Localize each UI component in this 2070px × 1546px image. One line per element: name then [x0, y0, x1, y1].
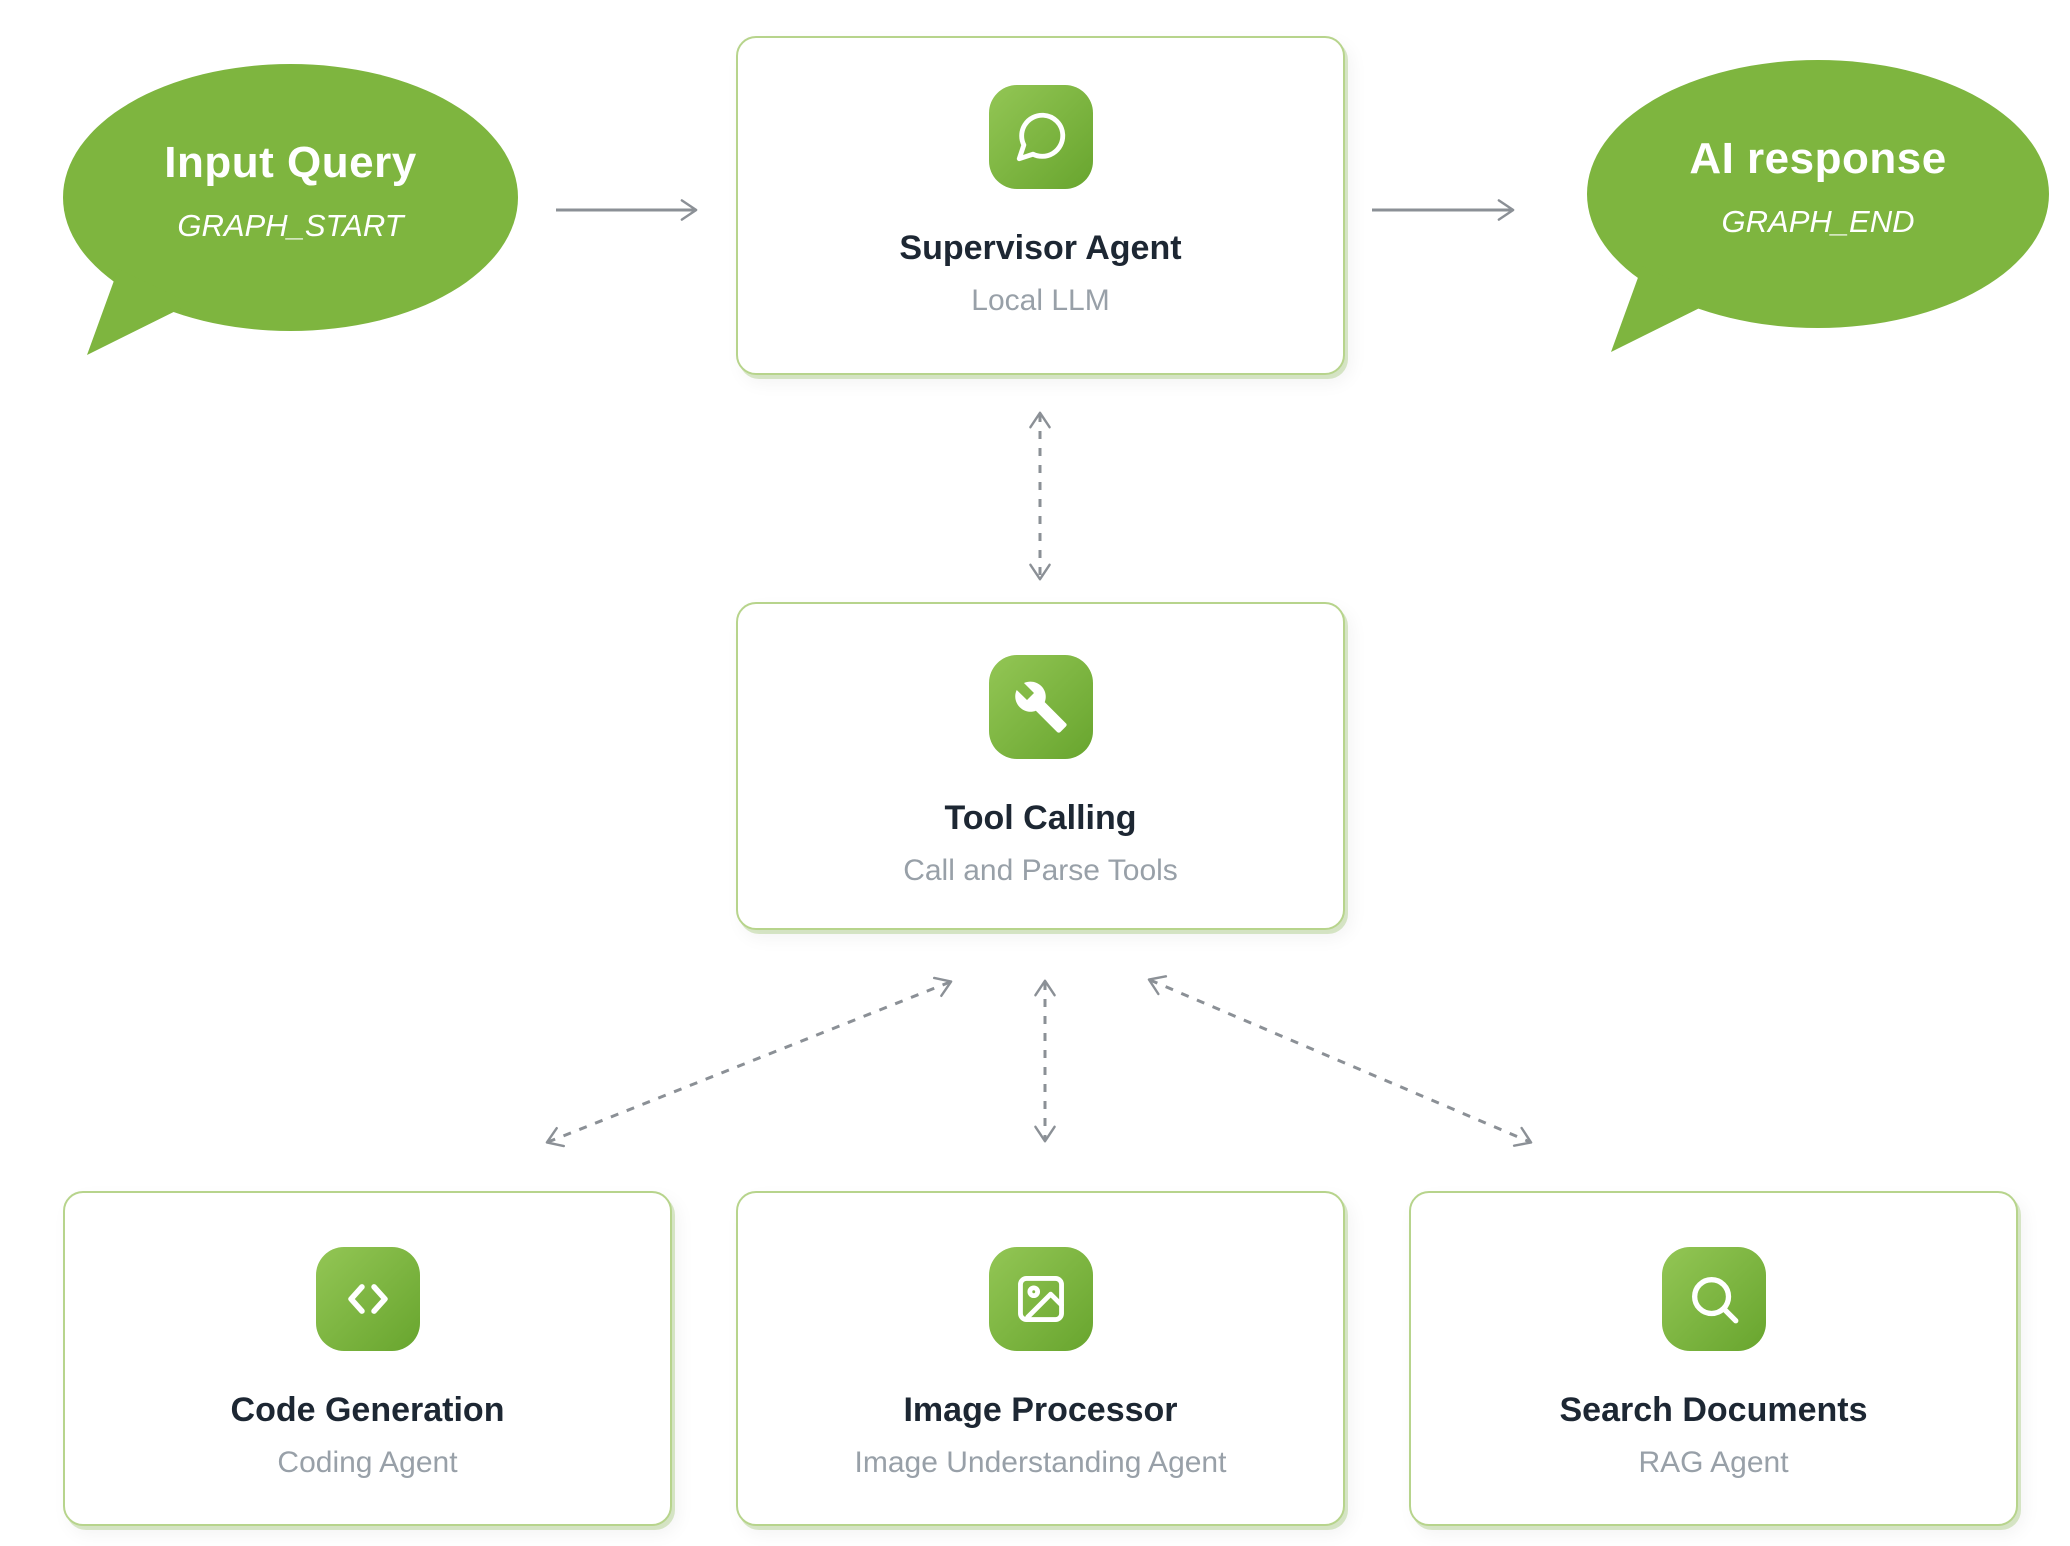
card-subtitle: Call and Parse Tools: [903, 854, 1178, 887]
bubble-subtitle: GRAPH_START: [177, 207, 404, 243]
input-query-bubble: Input Query GRAPH_START: [63, 64, 518, 355]
search-icon: [1661, 1247, 1766, 1351]
bubble-title: Input Query: [164, 137, 417, 187]
code-brackets-icon: [315, 1247, 420, 1351]
card-title: Supervisor Agent: [899, 229, 1182, 267]
wrench-icon: [988, 655, 1093, 759]
image-icon: [988, 1247, 1093, 1351]
card-subtitle: Image Understanding Agent: [854, 1446, 1227, 1479]
chat-bubble-icon: [988, 85, 1093, 189]
speech-bubble-tail: [87, 269, 191, 355]
card-title: Search Documents: [1559, 1391, 1868, 1429]
image-processor-card: Image Processor Image Understanding Agen…: [736, 1191, 1345, 1526]
arrow-toolcalling-searchdocuments: [1147, 975, 1533, 1147]
bubble-title: AI response: [1689, 134, 1947, 183]
card-subtitle: Local LLM: [971, 284, 1110, 317]
card-title: Image Processor: [903, 1391, 1178, 1429]
card-subtitle: RAG Agent: [1638, 1446, 1789, 1479]
card-title: Tool Calling: [944, 799, 1137, 837]
card-subtitle: Coding Agent: [277, 1446, 458, 1479]
supervisor-agent-card: Supervisor Agent Local LLM: [736, 36, 1345, 375]
speech-bubble-tail: [1611, 266, 1715, 352]
ai-response-bubble: AI response GRAPH_END: [1587, 60, 2049, 352]
search-documents-card: Search Documents RAG Agent: [1409, 1191, 2018, 1526]
tool-calling-card: Tool Calling Call and Parse Tools: [736, 602, 1345, 930]
bubble-subtitle: GRAPH_END: [1721, 204, 1915, 239]
code-generation-card: Code Generation Coding Agent: [63, 1191, 672, 1526]
arrow-toolcalling-codegeneration: [545, 976, 953, 1148]
card-title: Code Generation: [230, 1391, 505, 1429]
